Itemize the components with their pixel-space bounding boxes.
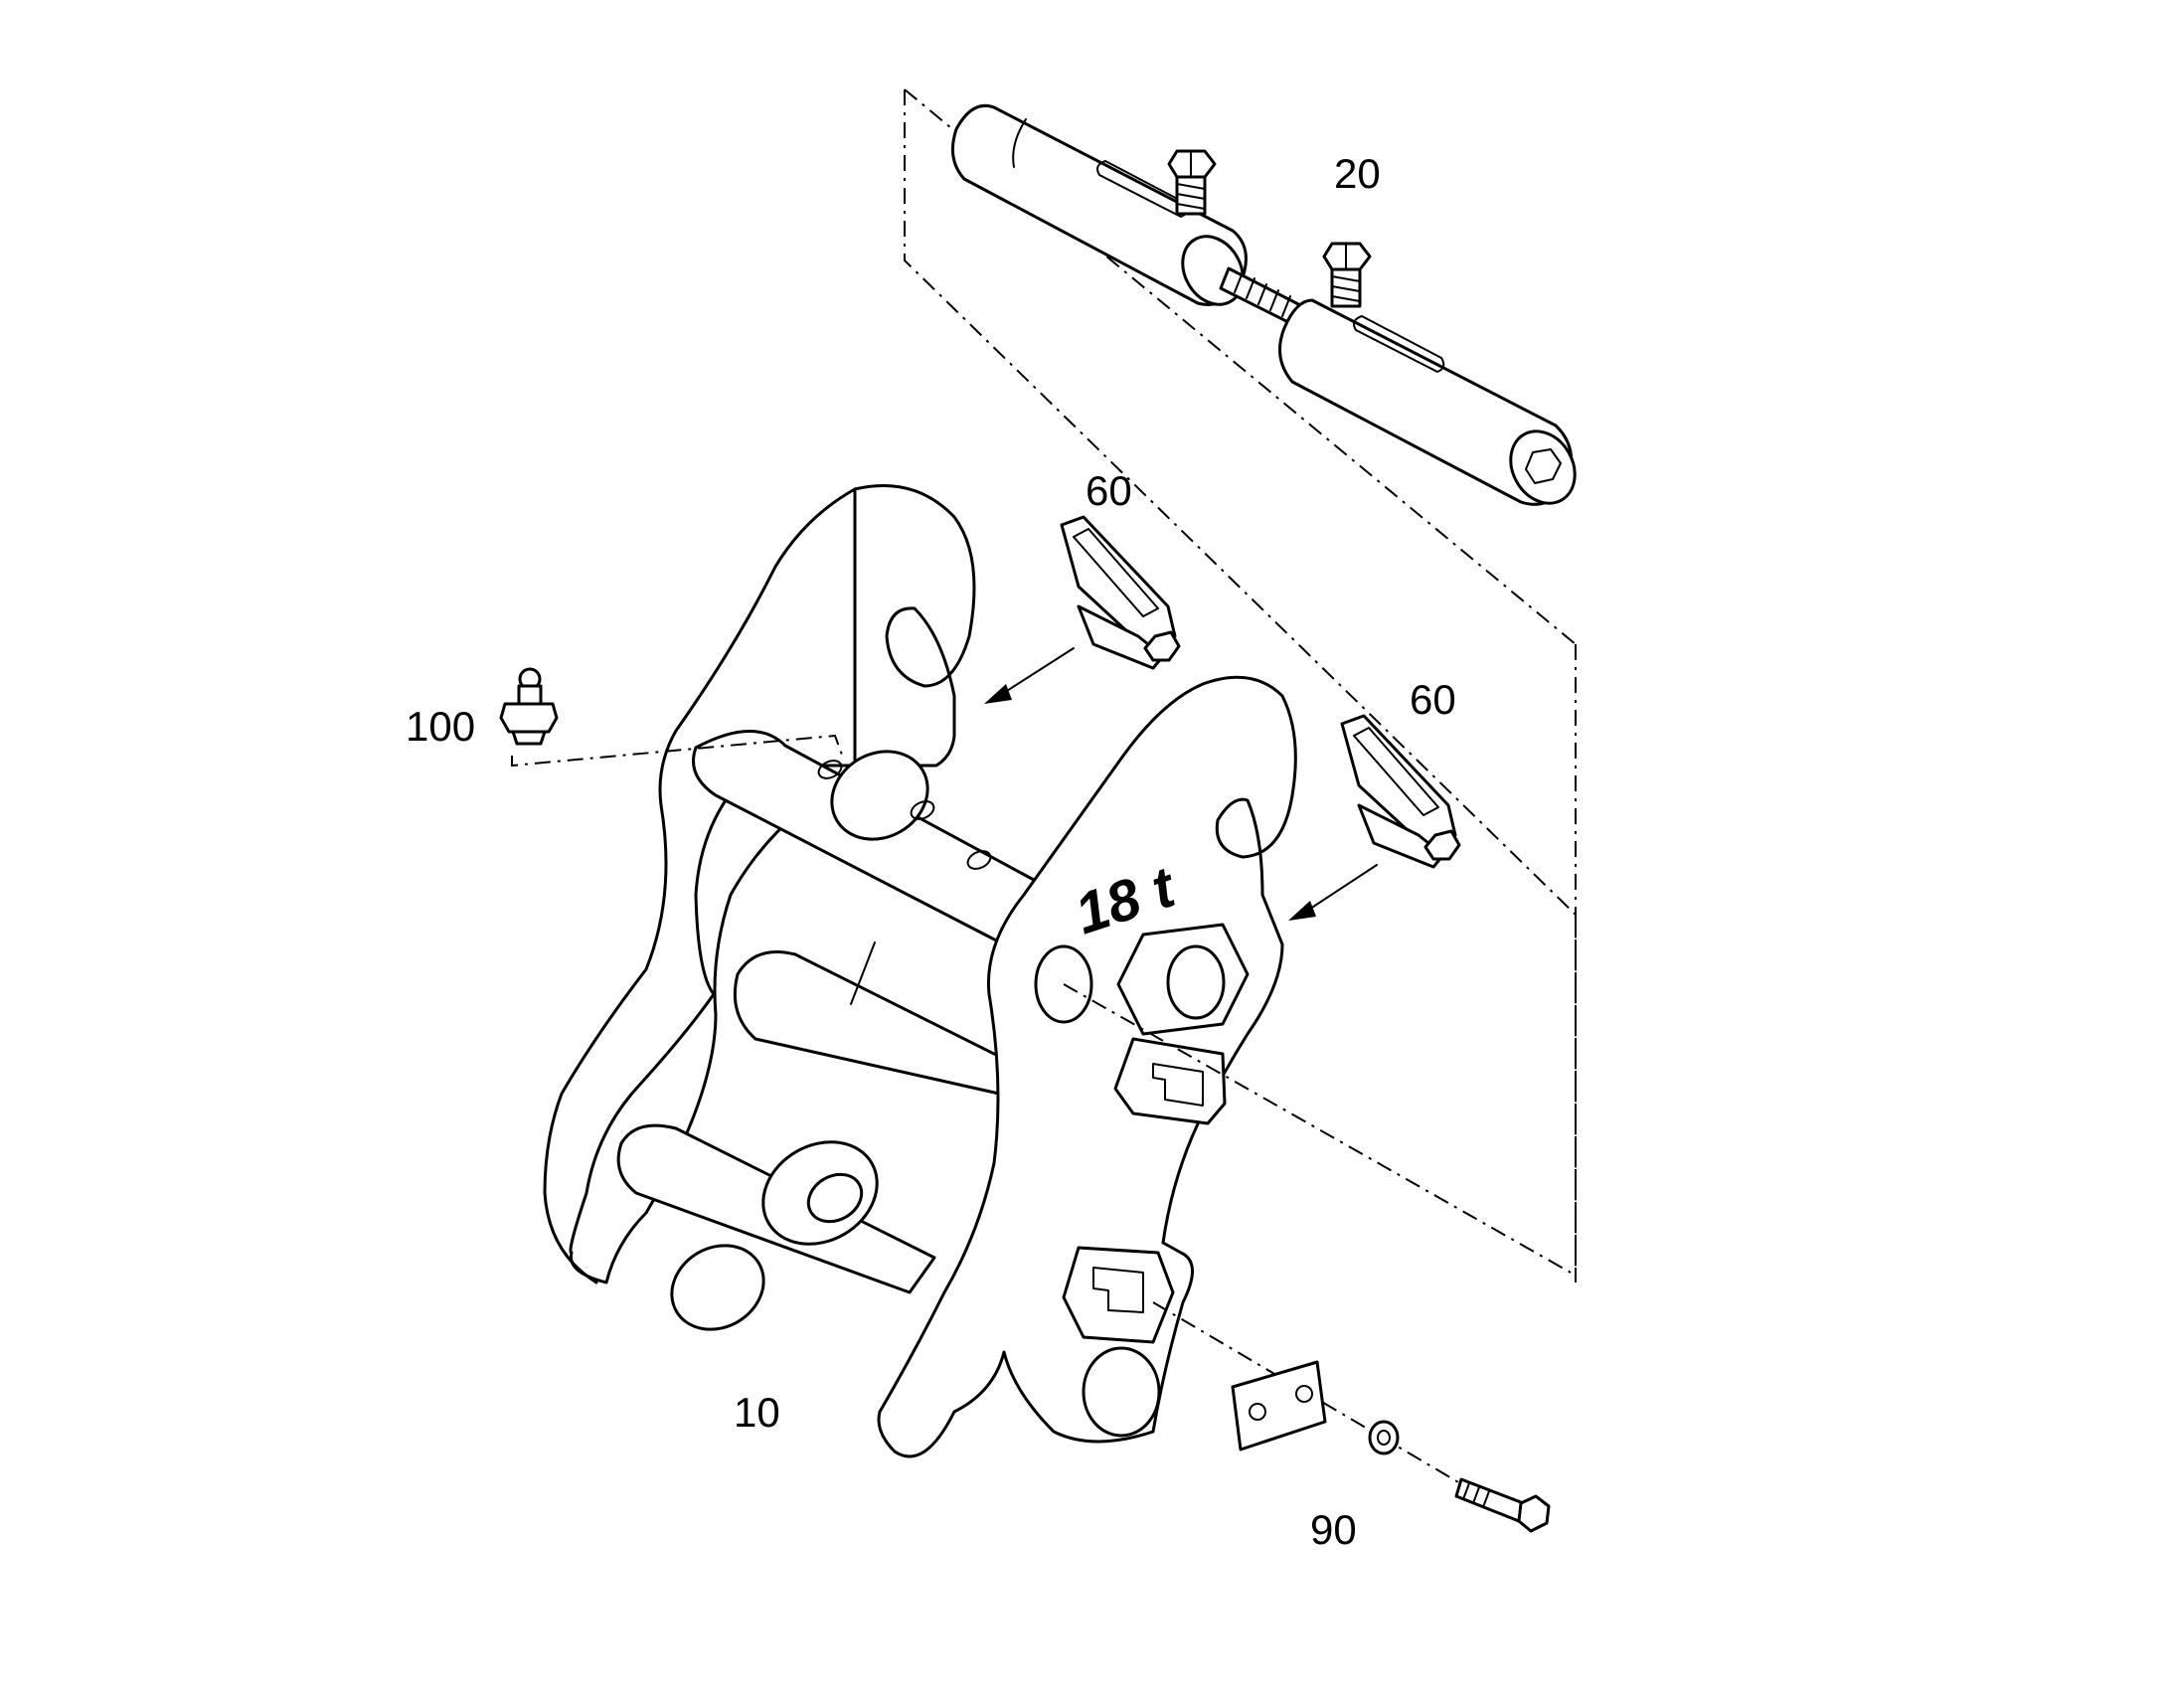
locking-pins [950,103,1577,506]
callout-10: 10 [734,1389,780,1436]
hex-bolt [1454,1477,1551,1533]
callout-60-lower: 60 [1410,676,1456,723]
latch-upper-arrow-line [998,647,1075,697]
bolt-axis-line [1152,1301,1522,1520]
latch-upper-arrow-icon [984,684,1012,704]
callout-60-upper: 60 [1086,467,1132,514]
assembly-boundary-line [904,89,1577,1282]
grease-nipple-leader [511,734,844,768]
callout-100: 100 [406,703,476,750]
washer [1368,1420,1400,1455]
callout-90: 90 [1310,1506,1357,1553]
latch-upper [1060,515,1181,670]
latch-lower-arrow-icon [1288,901,1316,921]
latch-lower [1340,714,1461,869]
bolt-plate [1231,1360,1327,1452]
latch-lower-arrow-line [1303,864,1378,914]
callout-20: 20 [1334,150,1381,197]
quick-coupler-frame: 18 t [543,484,1297,1458]
grease-nipple [499,667,559,746]
